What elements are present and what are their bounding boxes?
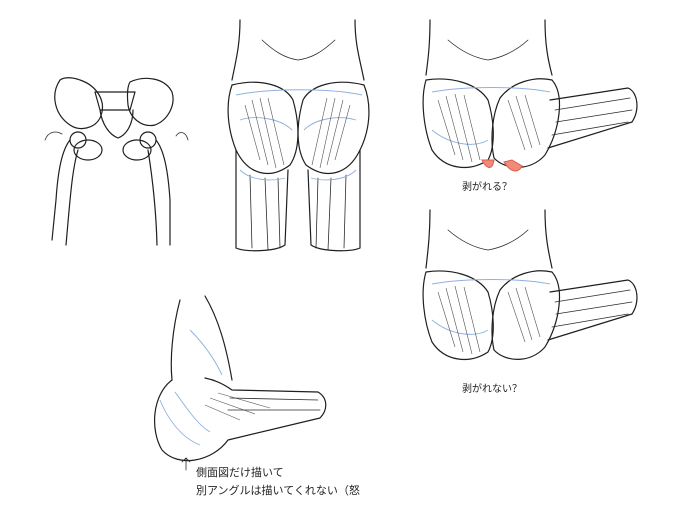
bottom-note-line1: 側面図だけ描いて xyxy=(196,466,284,479)
peels-question-label: 剥がれる？ xyxy=(462,182,512,193)
bottom-note-line2: 別アングルは描いてくれない（怒 xyxy=(196,484,360,497)
not-peels-question-label: 剥がれない？ xyxy=(462,384,522,395)
annotation-arrow xyxy=(181,457,191,471)
sitting-view-peels-drawing xyxy=(422,19,638,172)
sitting-view-not-peels-drawing xyxy=(422,209,638,360)
buttocks-back-view-drawing xyxy=(227,19,370,252)
side-view-drawing xyxy=(153,295,327,462)
pelvis-skeleton-drawing xyxy=(44,77,189,246)
